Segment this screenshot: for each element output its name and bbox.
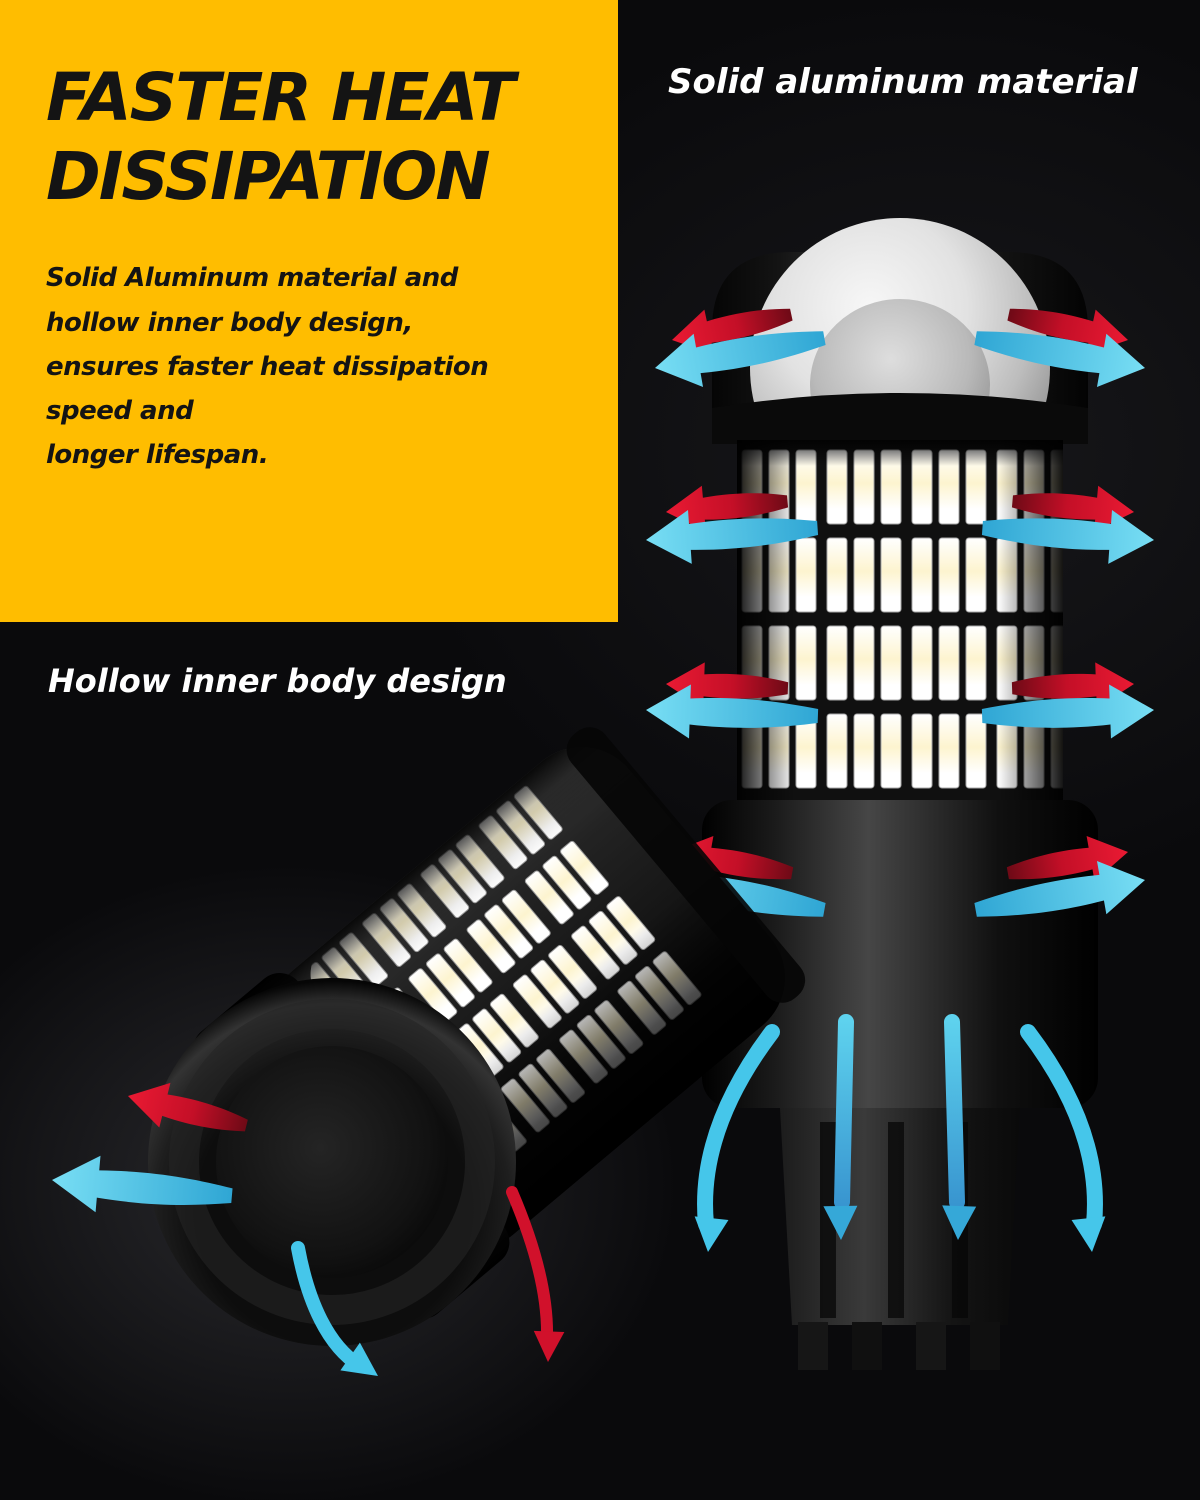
hollow-bulb xyxy=(148,727,806,1346)
headline-line-1: FASTER HEAT xyxy=(46,59,515,136)
wedge-base xyxy=(780,1108,1020,1370)
main-bulb xyxy=(702,218,1098,1370)
solid-aluminum-label: Solid aluminum material xyxy=(668,62,1138,102)
hollow-bulb-arrows xyxy=(49,1073,565,1390)
lower-housing xyxy=(702,800,1098,1108)
description-line: longer lifespan. xyxy=(46,440,269,471)
page-title: FASTER HEAT DISSIPATION xyxy=(46,58,576,216)
description-line: Solid Aluminum material and xyxy=(46,263,458,294)
description-line: ensures faster heat dissipation speed an… xyxy=(46,351,489,426)
headline-description: Solid Aluminum material and hollow inner… xyxy=(46,256,576,477)
collar-lip xyxy=(712,393,1088,444)
hollow-body-label: Hollow inner body design xyxy=(48,662,507,700)
hollow-opening-hole xyxy=(216,1046,448,1278)
headline-panel: FASTER HEAT DISSIPATION Solid Aluminum m… xyxy=(0,0,618,622)
led-array xyxy=(737,440,1063,800)
description-line: hollow inner body design, xyxy=(46,307,413,338)
headline-line-2: DISSIPATION xyxy=(46,138,491,216)
downflow-arrows xyxy=(691,1014,1109,1254)
